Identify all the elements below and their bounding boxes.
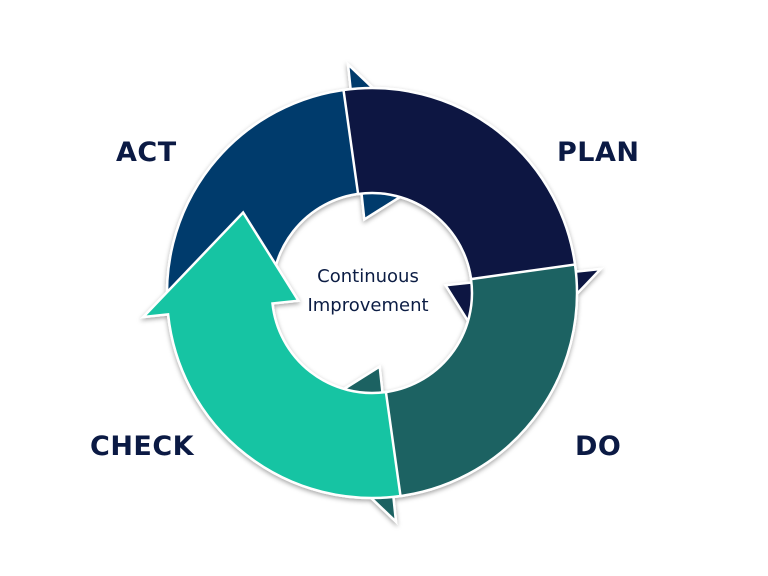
center-label-line1: Continuous [317,266,419,287]
center-label: Continuous Improvement [268,262,468,320]
stage-label-act: ACT [116,137,177,168]
cycle-arrow-check [140,210,402,500]
stage-label-check: CHECK [90,431,195,462]
center-label-line2: Improvement [307,295,429,316]
stage-label-do: DO [575,431,622,462]
stage-label-plan: PLAN [557,137,640,168]
